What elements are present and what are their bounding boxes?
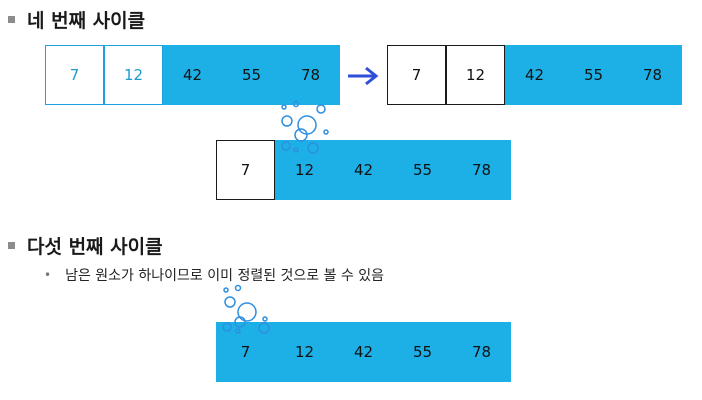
array-cell: 42 — [334, 322, 393, 382]
array-cell: 42 — [505, 45, 564, 105]
heading-text: 다섯 번째 사이클 — [27, 236, 163, 258]
array-cell: 7 — [387, 45, 446, 105]
array-cell: 42 — [334, 140, 393, 200]
array-cell: 55 — [393, 322, 452, 382]
square-bullet-icon — [8, 242, 15, 249]
section-heading-fourth-cycle: 네 번째 사이클 — [8, 6, 145, 33]
section-heading-fifth-cycle: 다섯 번째 사이클 — [8, 232, 163, 259]
heading-text: 네 번째 사이클 — [27, 10, 146, 32]
bullet-item: • 남은 원소가 하나이므로 이미 정렬된 것으로 볼 수 있음 — [44, 265, 384, 285]
array-cell: 55 — [564, 45, 623, 105]
bullet-text: 남은 원소가 하나이므로 이미 정렬된 것으로 볼 수 있음 — [65, 268, 385, 284]
array-cell: 12 — [104, 45, 163, 105]
bubbles-icon — [281, 100, 329, 154]
right-arrow-icon — [348, 66, 379, 86]
array-cell: 78 — [452, 140, 511, 200]
dot-bullet-icon: • — [44, 268, 52, 282]
array-cell: 7 — [216, 140, 275, 200]
array-cell: 12 — [446, 45, 505, 105]
array-cell: 55 — [222, 45, 281, 105]
array-cell: 78 — [623, 45, 682, 105]
array-cell: 7 — [45, 45, 104, 105]
array-cell: 42 — [163, 45, 222, 105]
array-after: 7 12 42 55 78 — [387, 45, 682, 105]
array-cell: 7 — [216, 322, 275, 382]
array-cell: 55 — [393, 140, 452, 200]
array-cell: 78 — [452, 322, 511, 382]
array-before: 7 12 42 55 78 — [45, 45, 340, 105]
array-cell: 12 — [275, 322, 334, 382]
bubbles-icon — [222, 284, 270, 334]
square-bullet-icon — [8, 16, 15, 23]
array-cell: 78 — [281, 45, 340, 105]
array-final: 7 12 42 55 78 — [216, 322, 511, 382]
